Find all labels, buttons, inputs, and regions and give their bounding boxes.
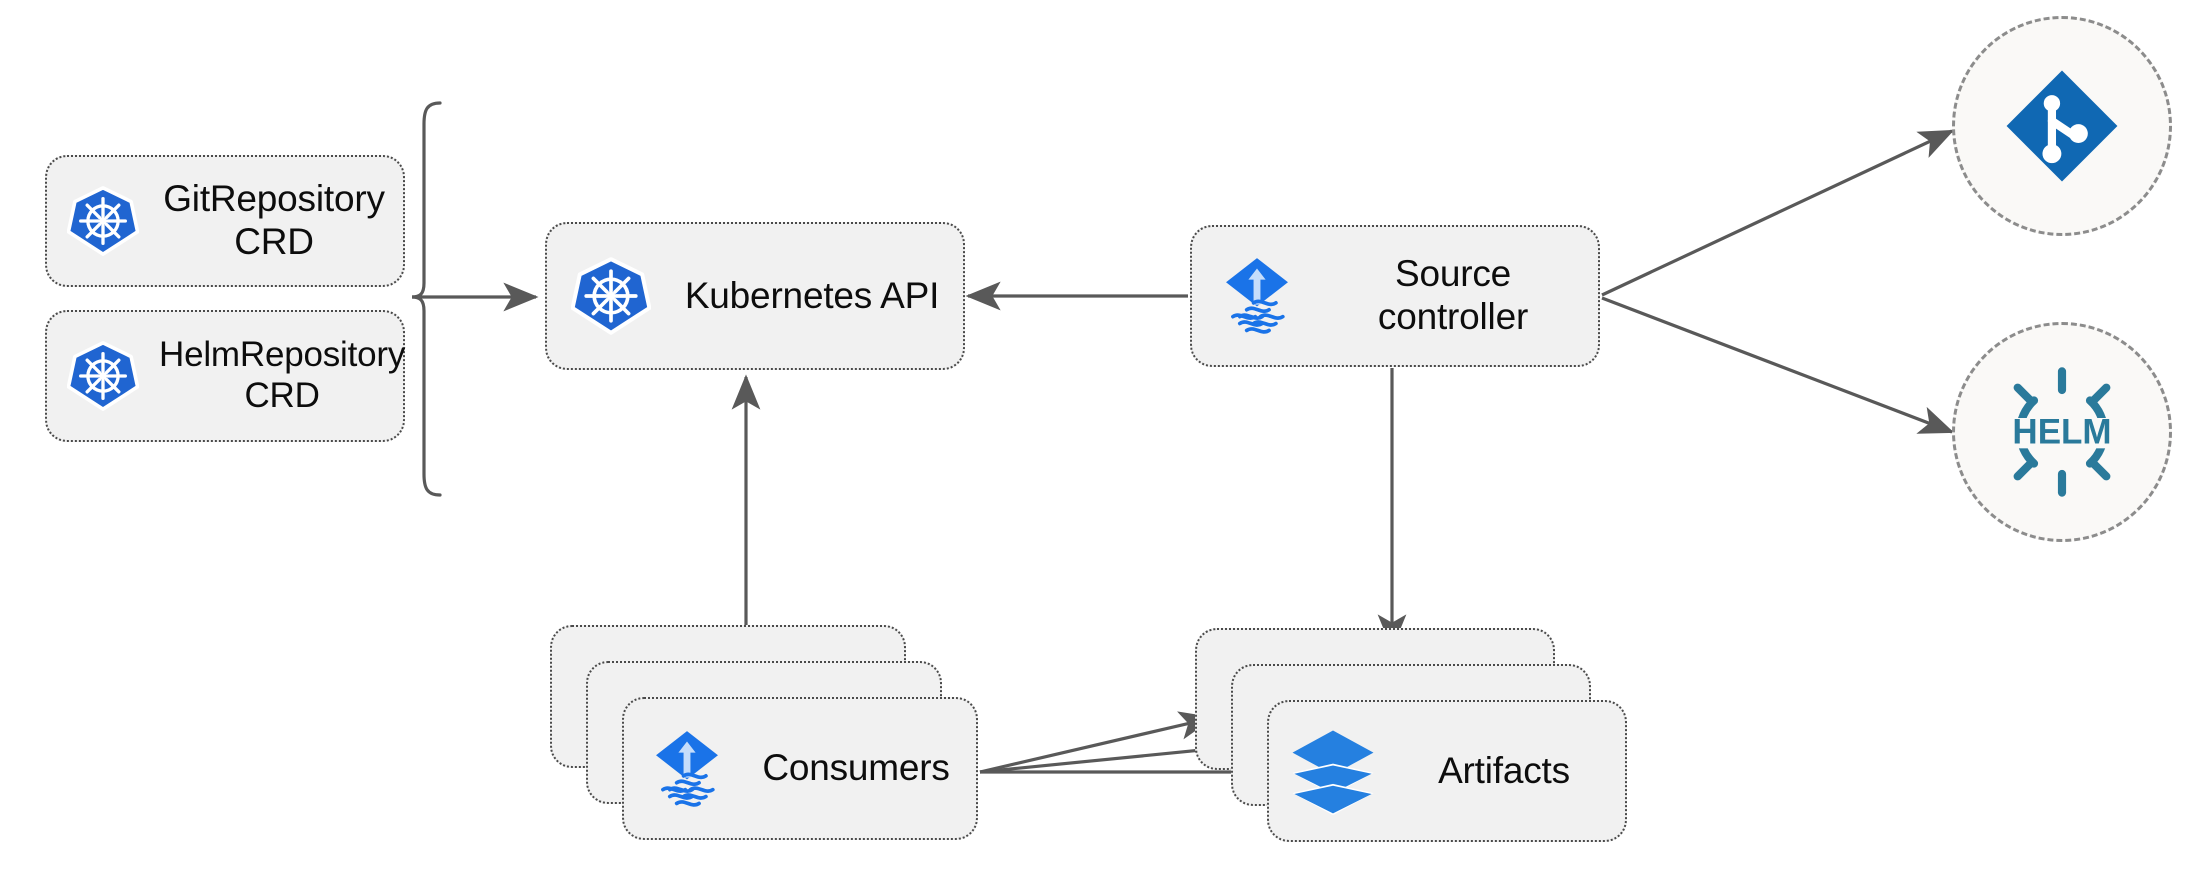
node-label: HelmRepository CRD — [159, 335, 406, 415]
kubernetes-icon — [47, 340, 159, 412]
flux-source-icon — [624, 726, 750, 812]
helm-repository-external[interactable]: HELM — [1952, 322, 2172, 542]
node-label: Kubernetes API — [684, 274, 940, 316]
node-gitrepository-crd[interactable]: GitRepository CRD — [45, 155, 405, 287]
layers-icon — [1269, 725, 1397, 817]
node-label: Artifacts — [1438, 749, 1570, 791]
node-label: Source controller — [1377, 253, 1529, 337]
helm-wordmark: HELM — [2012, 413, 2111, 452]
node-label: Consumers — [762, 747, 950, 789]
edge-source-to-helm — [1601, 296, 1955, 434]
kubernetes-icon — [547, 256, 675, 336]
node-artifacts[interactable]: Artifacts — [1267, 700, 1627, 842]
flux-source-icon — [1192, 253, 1322, 339]
node-label: GitRepository CRD — [163, 178, 385, 262]
kubernetes-icon — [47, 185, 159, 257]
node-helmrepository-crd[interactable]: HelmRepository CRD — [45, 310, 405, 442]
crd-group-bracket — [411, 101, 539, 497]
git-icon — [1999, 63, 2125, 189]
edge-source-to-git — [1601, 129, 1955, 297]
node-kubernetes-api[interactable]: Kubernetes API — [545, 222, 965, 370]
helm-icon: HELM — [1992, 362, 2132, 502]
node-source-controller[interactable]: Source controller — [1190, 225, 1600, 367]
edge-consumers-to-artifacts-1 — [979, 711, 1215, 774]
git-repository-external[interactable] — [1952, 16, 2172, 236]
node-consumers[interactable]: Consumers — [622, 697, 978, 840]
